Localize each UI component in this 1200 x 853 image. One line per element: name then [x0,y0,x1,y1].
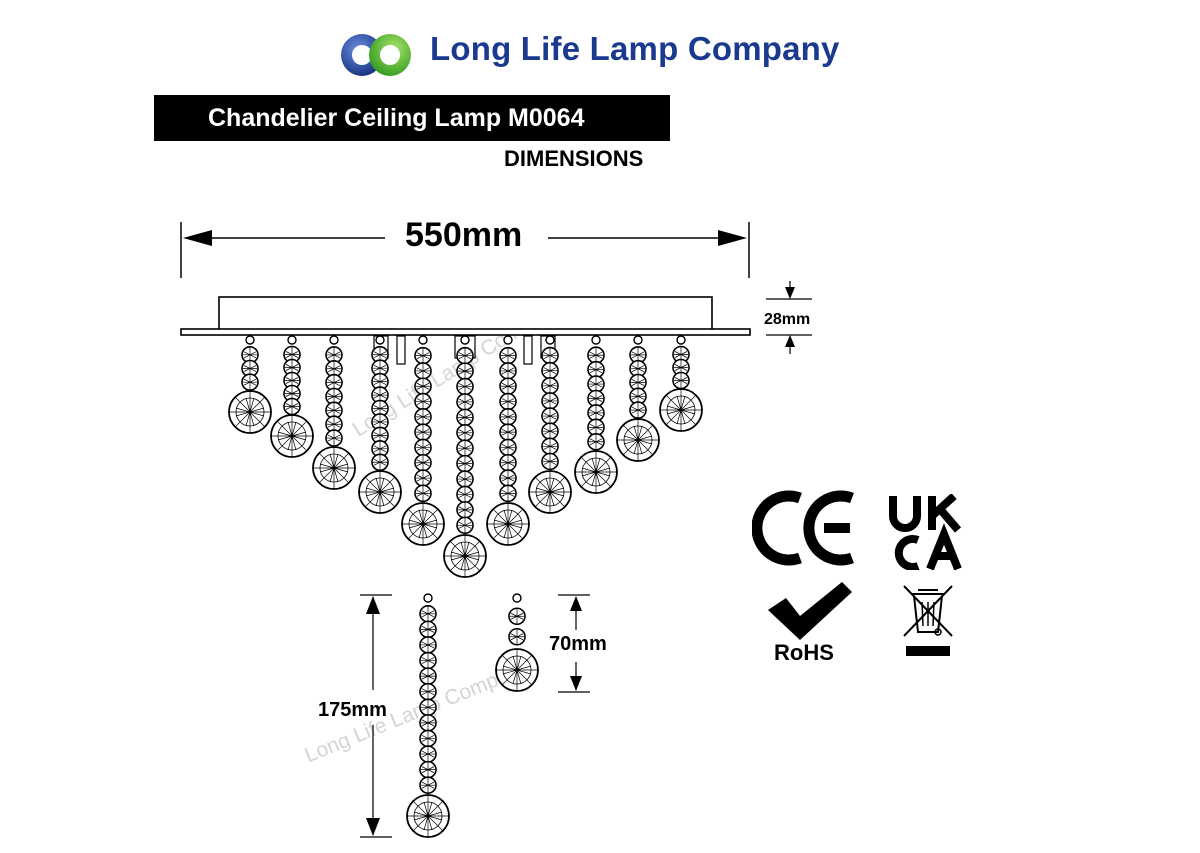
crystal-strand [659,335,703,432]
long-strand-label: 175mm [318,699,387,721]
rohs-label: RoHS [774,640,834,665]
rohs-check-icon [768,582,852,640]
ceiling-canopy [180,296,751,336]
crystal-strand [528,335,572,514]
height-label: 28mm [764,311,811,328]
section-subtitle: DIMENSIONS [504,146,644,171]
crystal-strand [312,335,356,490]
ce-mark-icon [752,490,854,566]
width-dimension-line [180,222,750,278]
crystal-strand [270,335,314,458]
ukca-mark-icon [889,494,962,570]
company-name: Long Life Lamp Company [430,30,840,67]
crystal-strand [486,335,530,546]
title-bar [154,95,670,141]
crystal-strand [401,335,445,546]
crystal-strands [228,335,703,578]
long-strand-dimension-line [360,594,392,838]
short-strand-dimension-line [558,594,590,693]
width-label: 550mm [405,216,523,254]
short-strand-label: 70mm [549,633,607,655]
company-logo-icon [341,34,411,76]
crystal-strand [443,335,487,578]
crystal-strand [495,593,539,692]
crystal-strand [406,593,450,838]
weee-bin-icon [903,585,953,656]
crystal-strand [358,335,402,514]
product-title: Chandelier Ceiling Lamp M0064 [208,104,585,132]
crystal-strand [228,335,272,434]
strand-details [406,593,539,838]
height-dimension-line [766,281,812,354]
crystal-strand [616,335,660,462]
crystal-strand [574,335,618,494]
